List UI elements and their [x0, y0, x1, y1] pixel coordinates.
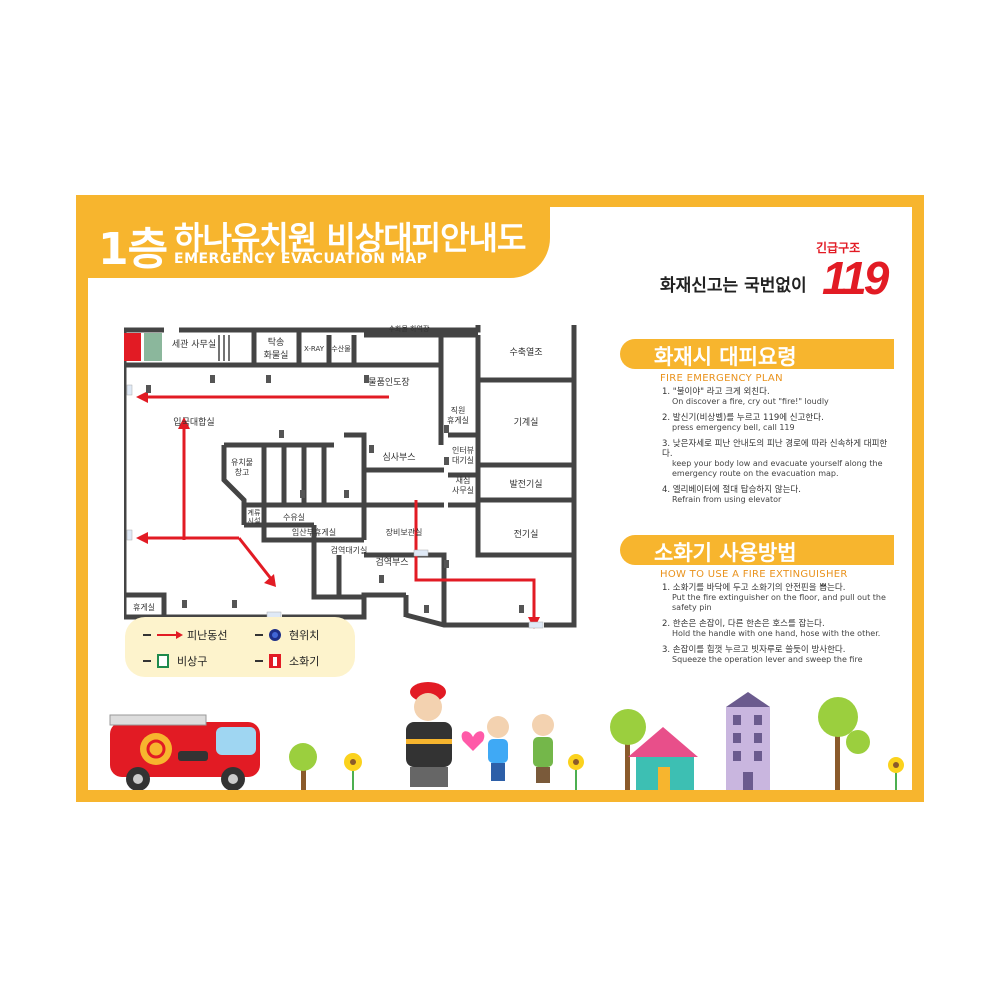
- poster-body: 1층 하나유치원 비상대피안내도 EMERGENCY EVACUATION MA…: [88, 207, 912, 790]
- report-text: 화재신고는 국번없이: [660, 276, 807, 296]
- room-baggage: 물품인도장: [368, 377, 409, 388]
- legend-route: 피난동선: [143, 627, 227, 643]
- fire-plan-title: 화재시 대피요령: [654, 345, 797, 369]
- legend-extinguisher: 소화기: [255, 653, 319, 669]
- tree-icon: [610, 709, 646, 790]
- rescue-label: 긴급구조: [816, 241, 861, 255]
- child-icon: [487, 716, 509, 781]
- illustration-scene: [109, 682, 904, 790]
- legend-route-label: 피난동선: [187, 629, 228, 642]
- legend-extinguisher-label: 소화기: [289, 655, 320, 668]
- svg-text:계류: 계류: [248, 508, 261, 517]
- svg-text:휴게실: 휴게실: [447, 415, 469, 425]
- room-quarantine-booth: 검역부스: [375, 556, 408, 568]
- child-icon: [532, 714, 554, 783]
- heart-icon: [461, 731, 485, 751]
- svg-text:유치물: 유치물: [231, 458, 253, 467]
- page-title: 하나유치원 비상대피안내도: [174, 219, 526, 257]
- fire-plan-steps: 1. "불이야" 라고 크게 외친다.On discover a fire, c…: [662, 387, 894, 511]
- svg-text:재심: 재심: [456, 475, 471, 485]
- room-quarantine: 검역대기실: [331, 545, 368, 555]
- legend-exit-label: 비상구: [177, 655, 208, 668]
- svg-text:수산물: 수산물: [331, 344, 351, 353]
- list-item: 2. 발신기(비상벨)를 누르고 119에 신고한다.press emergen…: [662, 413, 824, 432]
- map-legend: 피난동선 현위치 비상구 소화기: [125, 617, 355, 677]
- list-item: 3. 낮은자세로 피난 안내도의 피난 경로에 따라 신속하게 대피한다.kee…: [662, 439, 888, 478]
- tree-icon: [289, 743, 317, 790]
- extinguisher-plan-title: 소화기 사용방법: [654, 541, 797, 565]
- room-booth: 심사부스: [382, 452, 415, 463]
- room-xray: X-RAY: [304, 345, 325, 353]
- flower-icon: [888, 757, 904, 790]
- list-item: 1. 소화기를 바닥에 두고 소화기의 안전핀을 뽑는다.Put the fir…: [662, 583, 886, 612]
- page-subtitle: EMERGENCY EVACUATION MAP: [174, 251, 428, 267]
- fire-plan-subtitle: FIRE EMERGENCY PLAN: [660, 373, 783, 384]
- flower-icon: [344, 753, 362, 790]
- room-lounge: 휴게실: [133, 602, 155, 612]
- legend-here: 현위치: [255, 627, 319, 643]
- fire-plan-header: 화재시 대피요령: [620, 339, 894, 369]
- room-generator: 발전기실: [509, 479, 542, 490]
- room-arrival: 입국대합실: [173, 416, 214, 428]
- extinguisher-plan-header: 소화기 사용방법: [620, 535, 894, 565]
- extinguisher-plan-subtitle: HOW TO USE A FIRE EXTINGUISHER: [660, 569, 848, 580]
- room-machine: 기계실: [514, 416, 539, 428]
- arrow-icon: [143, 631, 183, 639]
- emergency-number: 119: [822, 252, 889, 304]
- room-maint: 장비보관실: [386, 527, 423, 537]
- tree-icon: [818, 697, 870, 790]
- building-icon: [726, 692, 770, 790]
- evacuation-poster: 1층 하나유치원 비상대피안내도 EMERGENCY EVACUATION MA…: [76, 195, 924, 802]
- title-banner: 1층 하나유치원 비상대피안내도 EMERGENCY EVACUATION MA…: [88, 207, 550, 278]
- svg-text:대기실: 대기실: [452, 455, 474, 465]
- flower-icon: [568, 754, 584, 790]
- svg-text:사무실: 사무실: [452, 485, 474, 495]
- fire-truck-icon: [109, 714, 260, 790]
- floor-plan: 세관 사무실 탁송 화물실 X-RAY 수산물 수화물 하역장 수축열조 물품인…: [124, 325, 577, 629]
- list-item: 4. 엘리베이터에 절대 탑승하지 않는다.Refrain from using…: [662, 485, 801, 504]
- room-inspection: 수축열조: [509, 347, 542, 358]
- svg-text:인터뷰: 인터뷰: [452, 445, 474, 455]
- room-temp-rest: 임산부휴게실: [292, 527, 336, 537]
- room-pickup: 수화물 하역장: [389, 325, 430, 333]
- exit-icon: [143, 654, 169, 668]
- extinguisher-icon: [255, 654, 281, 668]
- floor-label: 1층: [98, 224, 168, 275]
- list-item: 1. "불이야" 라고 크게 외친다.On discover a fire, c…: [662, 387, 829, 406]
- list-item: 3. 손잡이를 힘껏 누르고 빗자루로 쓸듯이 방사한다.Squeeze the…: [662, 645, 863, 664]
- svg-text:시설: 시설: [248, 517, 261, 525]
- legend-exit: 비상구: [143, 653, 207, 669]
- room-electric: 전기실: [514, 529, 539, 540]
- room-office: 세관 사무실: [172, 339, 216, 350]
- svg-text:직원: 직원: [451, 405, 466, 415]
- room-supply: 수유실: [283, 512, 305, 522]
- legend-here-label: 현위치: [289, 629, 320, 642]
- extinguisher-plan-steps: 1. 소화기를 바닥에 두고 소화기의 안전핀을 뽑는다.Put the fir…: [662, 583, 894, 671]
- svg-text:창고: 창고: [235, 468, 250, 477]
- list-item: 2. 한손은 손잡이, 다른 한손은 호스를 잡는다.Hold the hand…: [662, 619, 881, 638]
- location-icon: [255, 629, 281, 641]
- room-cargo: 탁송: [268, 336, 285, 348]
- house-icon: [628, 727, 698, 790]
- svg-text:화물실: 화물실: [264, 350, 289, 361]
- firefighter-icon: [406, 682, 452, 787]
